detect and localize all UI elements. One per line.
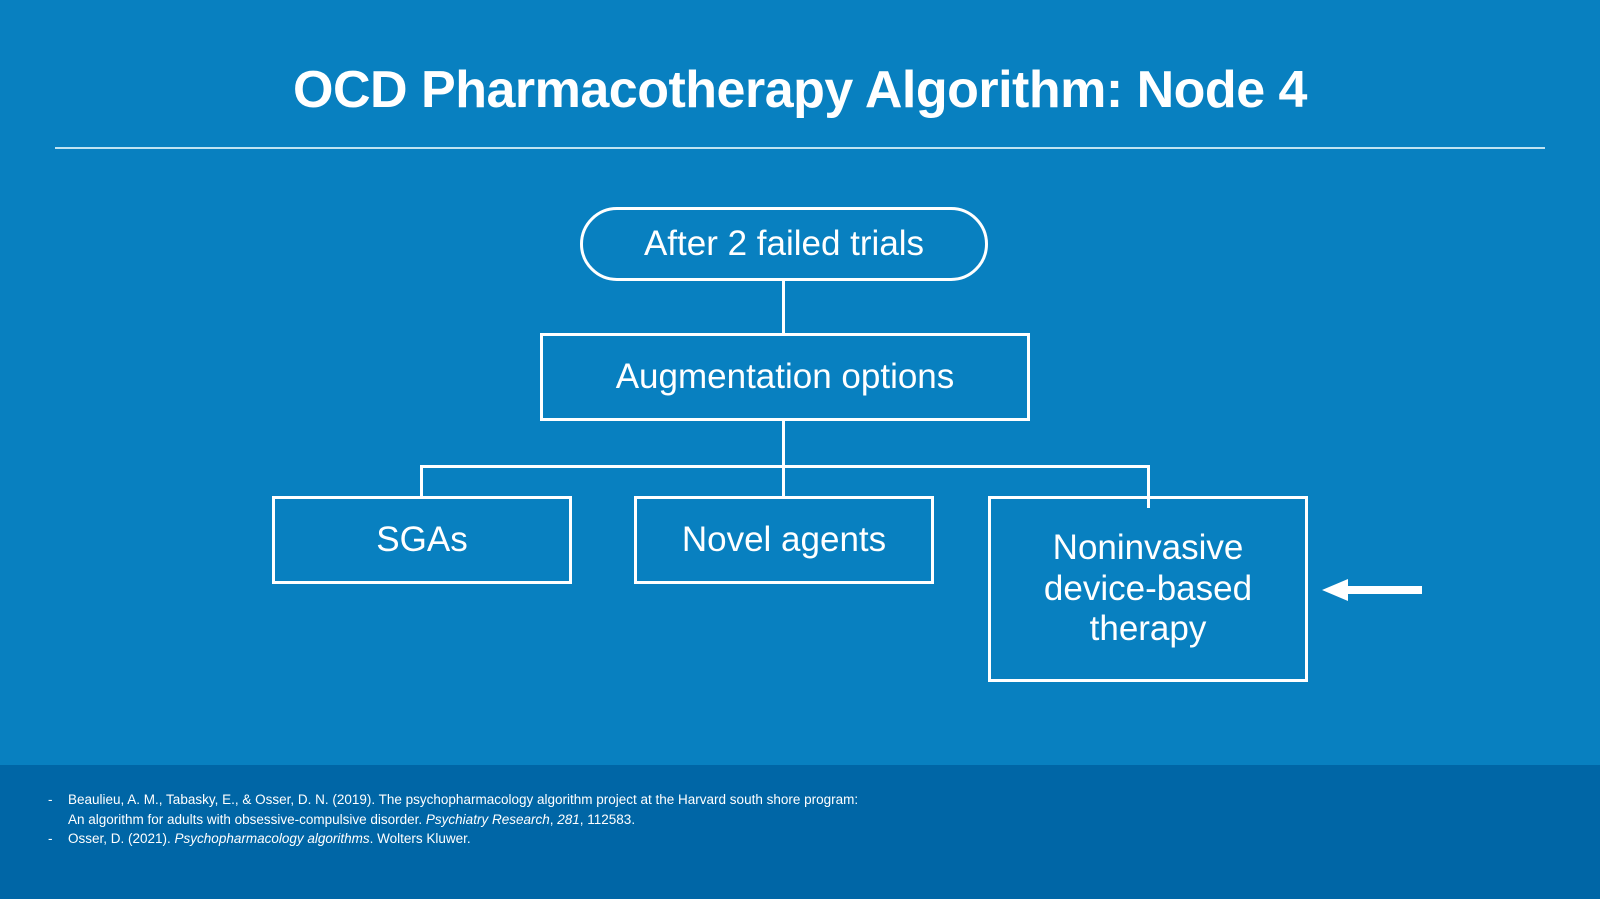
- footer-bar: - Beaulieu, A. M., Tabasky, E., & Osser,…: [0, 765, 1600, 899]
- reference-text-part: . Wolters Kluwer.: [369, 831, 471, 847]
- reference-text-part: , 112583.: [579, 811, 636, 827]
- title-divider: [55, 147, 1545, 149]
- reference-item: - Osser, D. (2021). Psychopharmacology a…: [48, 829, 868, 849]
- reference-list: - Beaulieu, A. M., Tabasky, E., & Osser,…: [48, 790, 868, 849]
- connector-start-to-augmentation: [782, 281, 785, 333]
- flow-node-sgas[interactable]: SGAs: [272, 496, 572, 584]
- reference-text-part: Beaulieu, A. M., Tabasky, E., & Osser, D…: [68, 792, 859, 827]
- left-arrow-icon: [1322, 579, 1422, 601]
- reference-text: Osser, D. (2021). Psychopharmacology alg…: [68, 829, 868, 849]
- reference-journal: Psychiatry Research: [425, 811, 550, 827]
- reference-bullet: -: [48, 792, 53, 807]
- reference-text: Beaulieu, A. M., Tabasky, E., & Osser, D…: [68, 790, 868, 829]
- flow-node-novel-agents[interactable]: Novel agents: [634, 496, 934, 584]
- reference-text-part: Osser, D. (2021).: [68, 831, 175, 847]
- connector-drop-sgas: [420, 465, 423, 497]
- reference-volume: 281: [557, 811, 580, 827]
- reference-text-part: ,: [549, 811, 558, 827]
- flow-node-start[interactable]: After 2 failed trials: [580, 207, 988, 281]
- connector-drop-device: [1147, 465, 1150, 508]
- connector-drop-novel-agents: [782, 465, 785, 497]
- flow-node-noninvasive-device-therapy[interactable]: Noninvasive device-based therapy: [988, 496, 1308, 682]
- flow-node-augmentation[interactable]: Augmentation options: [540, 333, 1030, 421]
- reference-book-title: Psychopharmacology algorithms: [174, 831, 370, 847]
- reference-bullet: -: [48, 831, 53, 847]
- reference-item: - Beaulieu, A. M., Tabasky, E., & Osser,…: [48, 790, 868, 829]
- connector-branch-bus: [420, 465, 1150, 468]
- page-title: OCD Pharmacotherapy Algorithm: Node 4: [293, 61, 1307, 119]
- connector-augmentation-stem: [782, 421, 785, 467]
- algorithm-flowchart: After 2 failed trials Augmentation optio…: [272, 207, 1422, 682]
